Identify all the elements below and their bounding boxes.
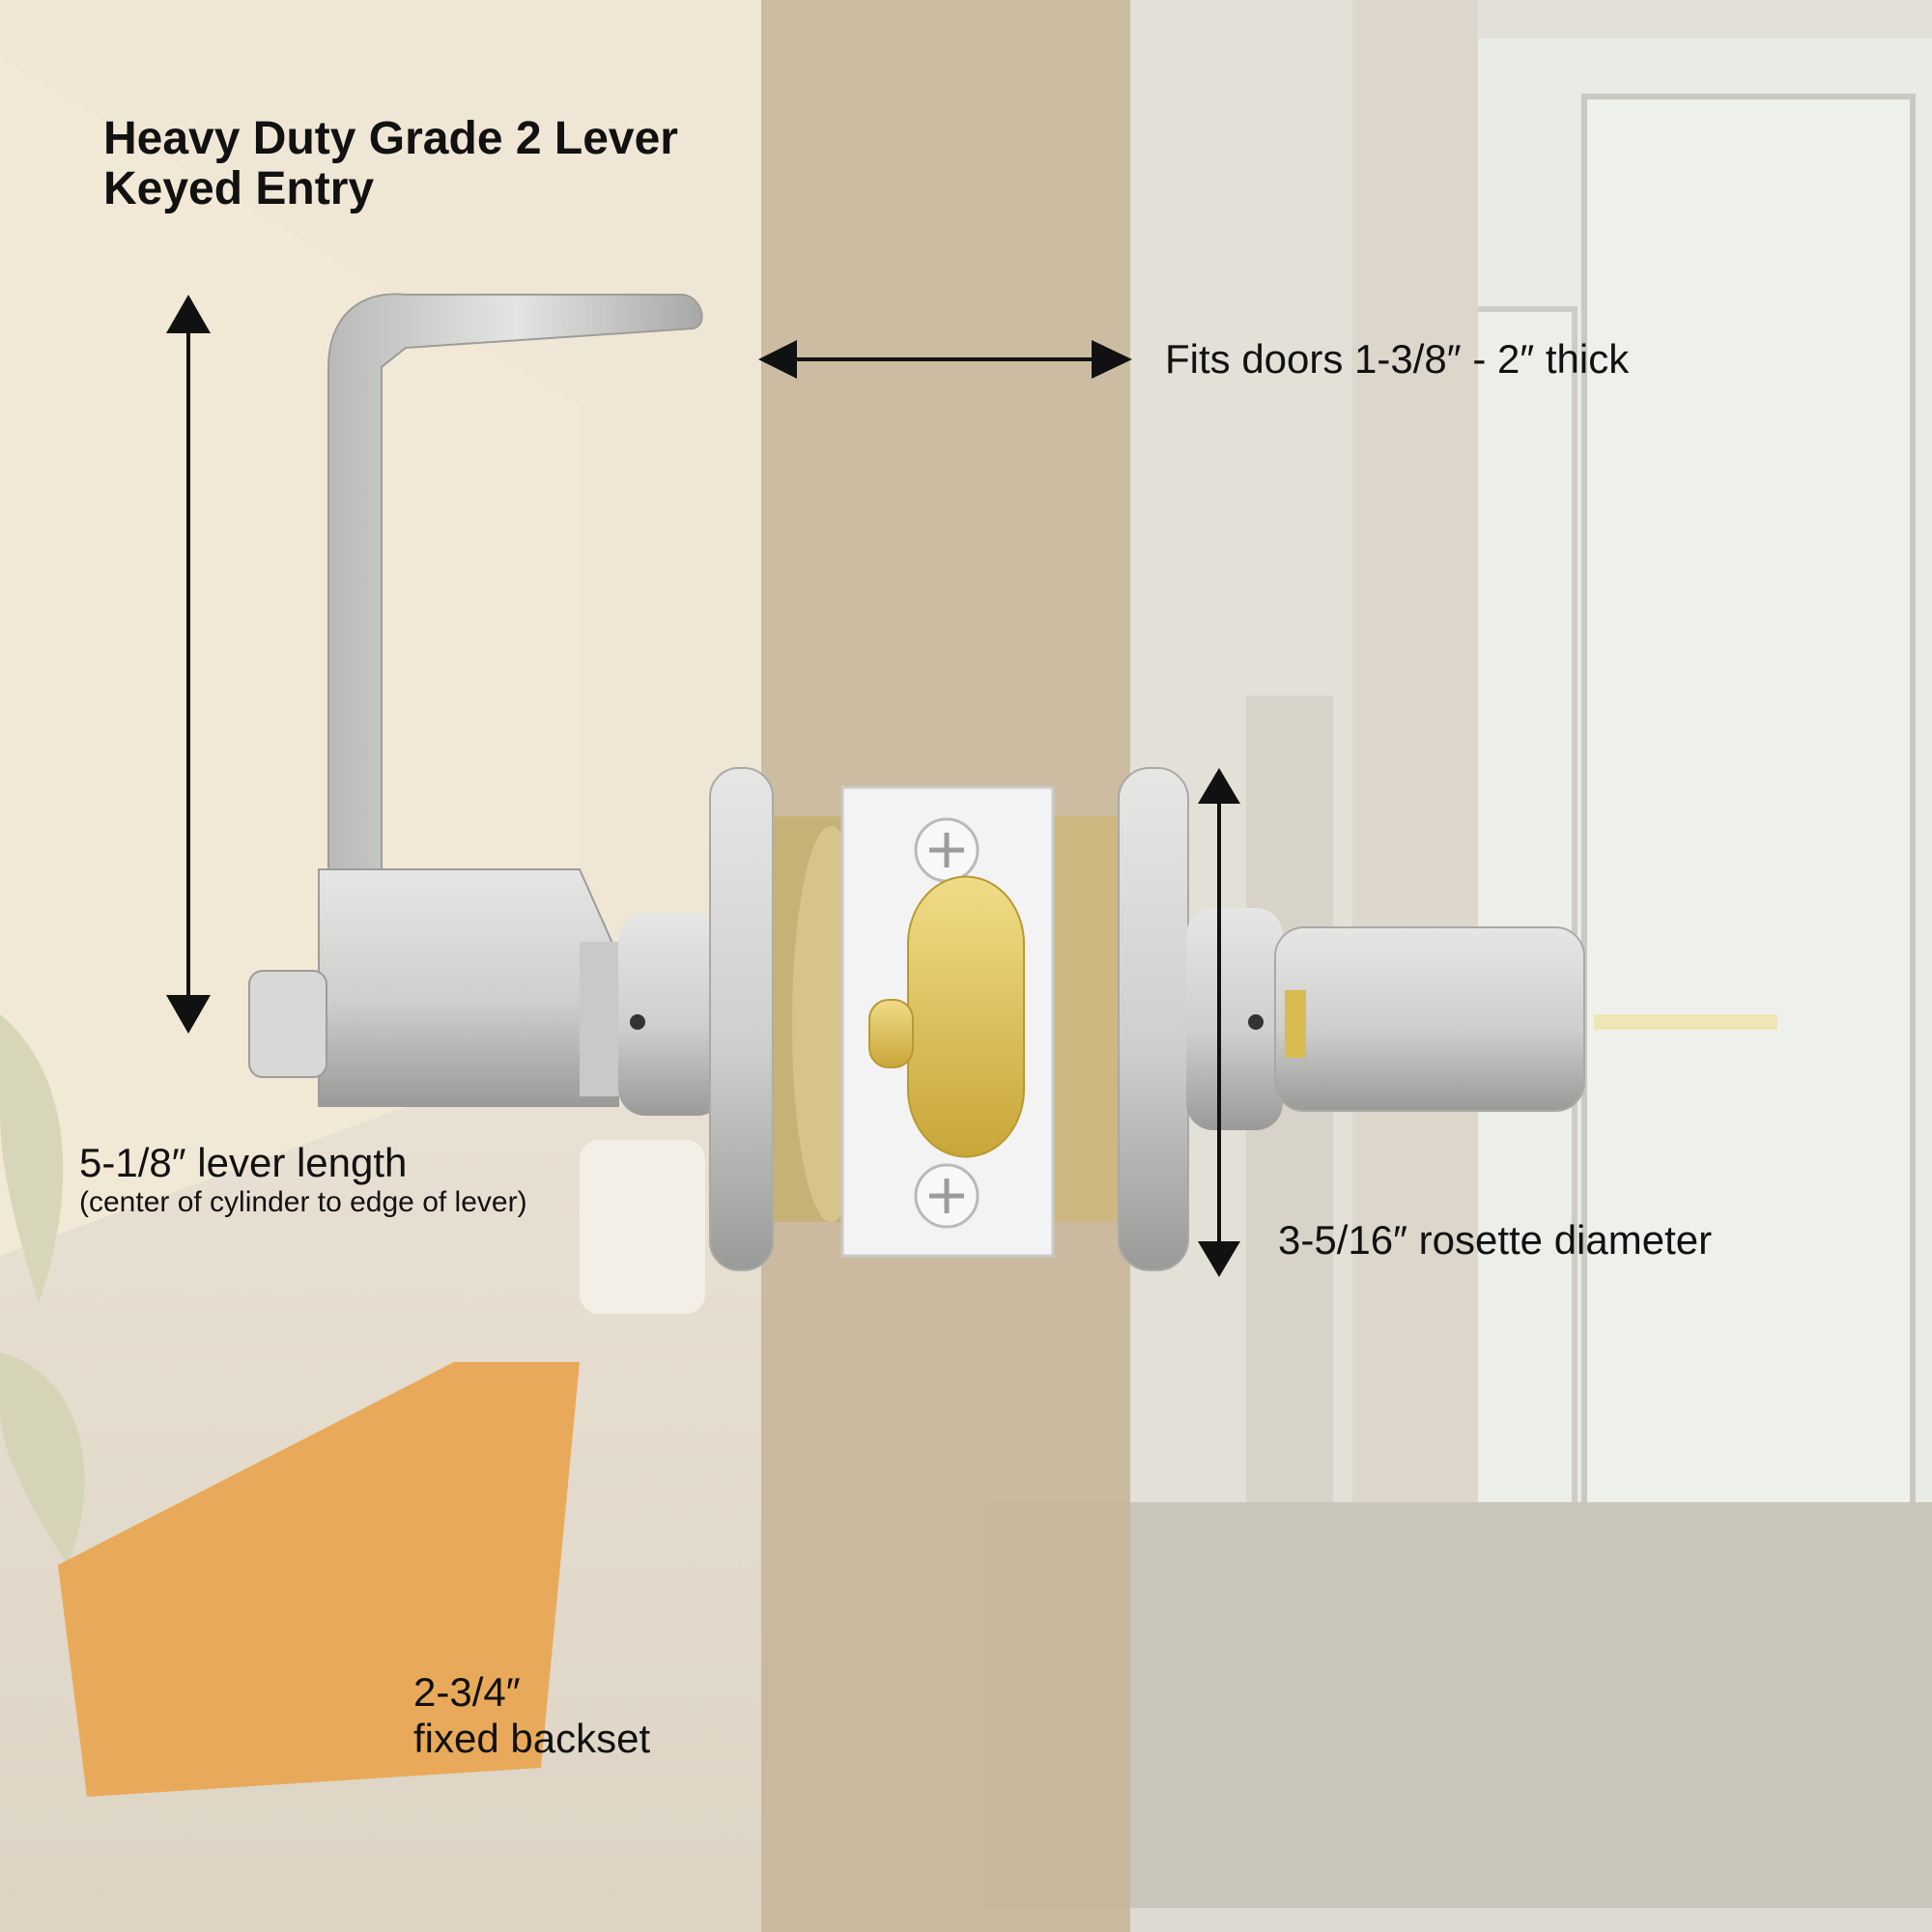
latch-faceplate xyxy=(840,785,1055,1258)
backset-value: 2-3/4″ xyxy=(413,1669,521,1715)
left-rosette xyxy=(618,767,774,1271)
dimension-arrows xyxy=(166,295,1240,1277)
title-line-1: Heavy Duty Grade 2 Lever xyxy=(103,113,678,164)
title-line-2: Keyed Entry xyxy=(103,163,375,214)
ottoman xyxy=(58,1362,580,1797)
backset-label: 2-3/4″ fixed backset xyxy=(413,1669,650,1762)
door-thickness-label: Fits doors 1-3/8″ - 2″ thick xyxy=(1165,336,1630,382)
right-rosette xyxy=(1118,767,1777,1271)
lever-length-label: 5-1/8″ lever length xyxy=(79,1140,408,1185)
lever-length-note: (center of cylinder to edge of lever) xyxy=(79,1186,527,1218)
rosette-diameter-label: 3-5/16″ rosette diameter xyxy=(1278,1217,1713,1263)
backset-text: fixed backset xyxy=(413,1716,651,1761)
product-title: Heavy Duty Grade 2 Lever Keyed Entry xyxy=(103,114,678,214)
